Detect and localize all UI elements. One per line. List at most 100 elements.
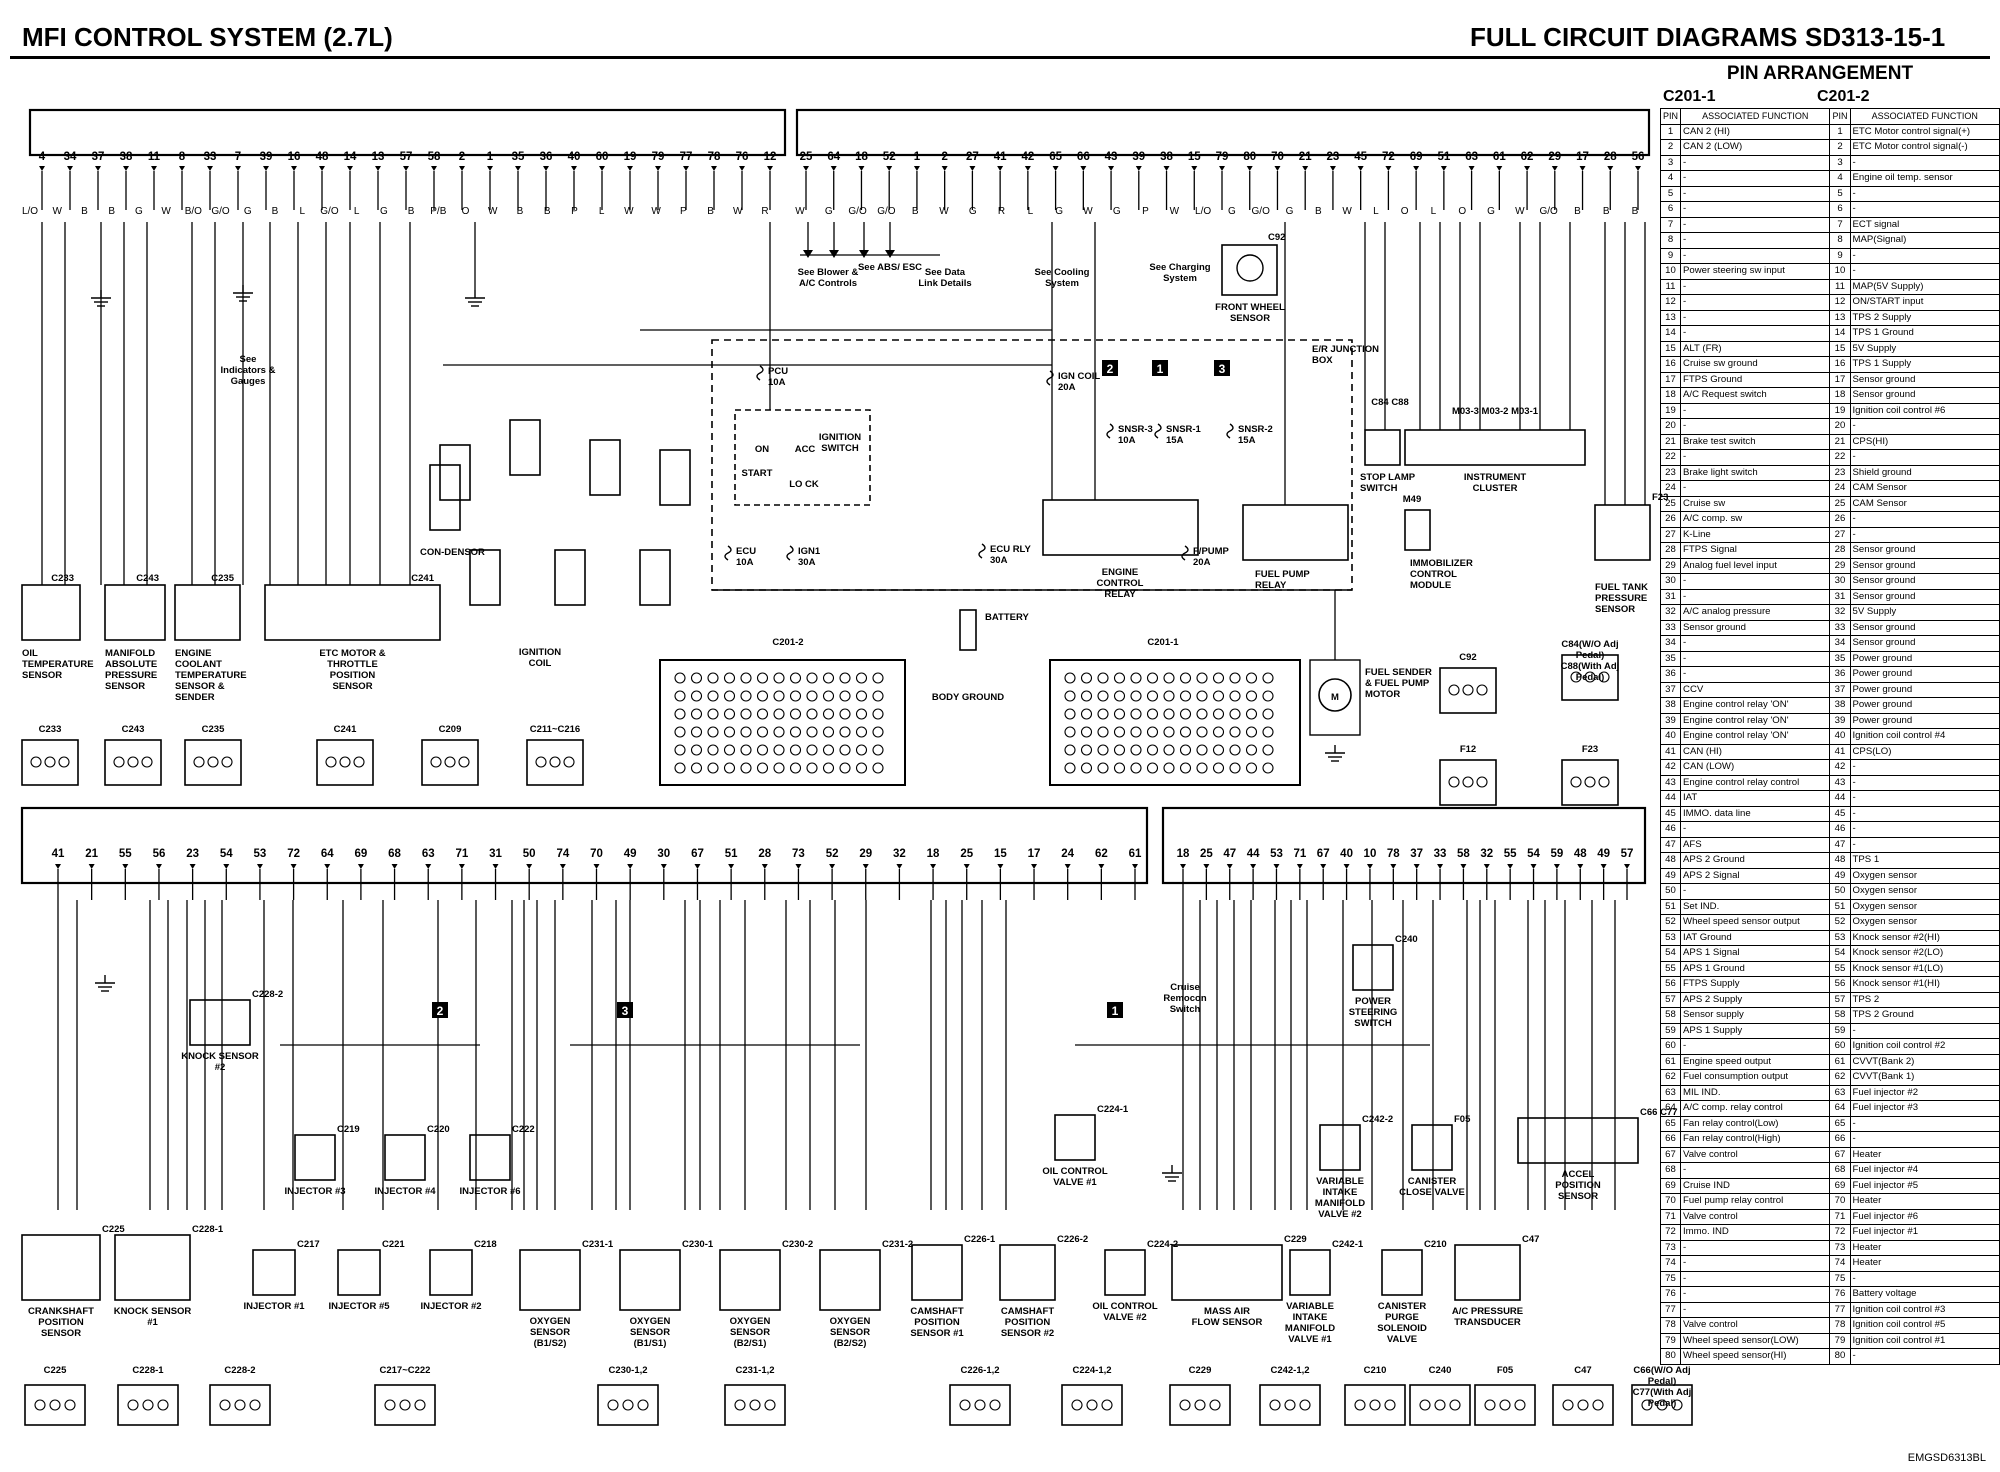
wire-color: B (1632, 206, 1639, 217)
pin-number: 77 (680, 151, 693, 163)
pin-marker (1385, 166, 1392, 171)
pin-marker (728, 864, 735, 869)
pcm-connector (1049, 659, 1301, 786)
connector-pin (756, 744, 769, 756)
connector-pin (1130, 762, 1142, 774)
pin-number: 42 (1021, 151, 1034, 163)
pin-marker (1600, 864, 1607, 869)
connector-view-label: C225 (44, 1365, 67, 1376)
sensor-body (114, 1234, 191, 1301)
connector-view (184, 739, 242, 786)
connector-pin (1262, 762, 1274, 774)
connector-pin (384, 1399, 396, 1411)
connector-pin (707, 690, 719, 702)
fuse-symbol (1154, 423, 1162, 439)
connector-pin (607, 1399, 619, 1411)
connector-pin (1146, 744, 1159, 756)
connector-pin (855, 762, 868, 774)
connector-pin (1196, 708, 1208, 720)
connector-pin (1354, 1399, 1366, 1411)
pin-number: 27 (966, 151, 979, 163)
pin-marker (487, 166, 493, 171)
connector-label: C242-1 (1332, 1239, 1364, 1250)
fuse-name: SNSR-1 (1166, 424, 1202, 435)
connector-pin (1229, 762, 1241, 774)
connector-pin (1080, 672, 1093, 684)
connector-pin (1384, 1399, 1396, 1411)
connector-pin (1097, 762, 1109, 774)
connector-pin (221, 756, 233, 768)
pin-number: 67 (691, 848, 704, 860)
pin-row: 6-6- (1659, 201, 2000, 218)
connector-pin (1130, 672, 1142, 684)
connector-view (1561, 654, 1619, 701)
connector-pin (414, 1399, 426, 1411)
ignition-coil (589, 439, 621, 496)
pin-marker (543, 166, 549, 171)
pin-number: 44 (1247, 848, 1260, 860)
connector-pin (1097, 726, 1109, 738)
sensor-body (1517, 1117, 1639, 1164)
pin-marker (319, 166, 325, 171)
connector-pin (1113, 672, 1126, 684)
connector-pin (1113, 708, 1126, 720)
pin-marker (1624, 864, 1630, 869)
splice-badge-number: 3 (622, 1004, 629, 1018)
fuel-pump-motor (1318, 678, 1352, 712)
wire-color: B (108, 206, 115, 217)
connector-pin (756, 690, 769, 702)
pin-marker (1274, 166, 1281, 171)
wire-color: W (651, 206, 661, 217)
pin-marker (599, 166, 605, 171)
wire-color: B (1603, 206, 1610, 217)
connector-pin (64, 1399, 76, 1411)
connector-view-label: C243 (122, 724, 145, 735)
connector-label: C228-2 (252, 989, 283, 1000)
connector-pin (1476, 776, 1488, 788)
connector-pin (674, 762, 686, 774)
pin-marker (179, 166, 185, 171)
connector-pin (1064, 708, 1076, 720)
connector-pin (219, 1399, 231, 1411)
connector-pin (1656, 1399, 1668, 1411)
connector-pin (674, 744, 686, 756)
pin-number: 31 (489, 848, 502, 860)
fuse-name: SNSR-2 (1238, 424, 1273, 435)
connector-pin (773, 744, 785, 756)
pin-number: 34 (64, 151, 77, 163)
connector-pin (1130, 726, 1142, 738)
connector-pin (1671, 1399, 1683, 1411)
connector-pin (1570, 671, 1582, 683)
wire-color: R (998, 206, 1005, 217)
connector-label: C217 (297, 1239, 320, 1250)
wire-color: L (299, 206, 305, 217)
pin-marker (223, 864, 230, 869)
engine-control-relay (1042, 499, 1199, 556)
connector-view-label: C231-1,2 (735, 1365, 774, 1376)
connector-pin (549, 756, 561, 768)
document-code: SD313-15-1 (1805, 22, 1946, 52)
connector-pin (690, 672, 703, 684)
connector-pin (1080, 762, 1093, 774)
wire-color: L (1373, 206, 1379, 217)
pin-number: 55 (1829, 960, 1851, 977)
pin-number: 41 (1829, 743, 1851, 760)
immobilizer-module (1404, 509, 1431, 551)
pin-marker (1343, 864, 1350, 869)
connector-pin (1592, 1399, 1604, 1411)
pin-number: 14 (344, 151, 357, 163)
connector-view-label: C201-2 (772, 637, 803, 648)
pin-number: 38 (120, 151, 133, 163)
connector-view (597, 1384, 659, 1426)
component-name: INJECTOR #5 (328, 1301, 390, 1312)
pin-marker (263, 166, 269, 171)
connector-view (1561, 759, 1619, 806)
